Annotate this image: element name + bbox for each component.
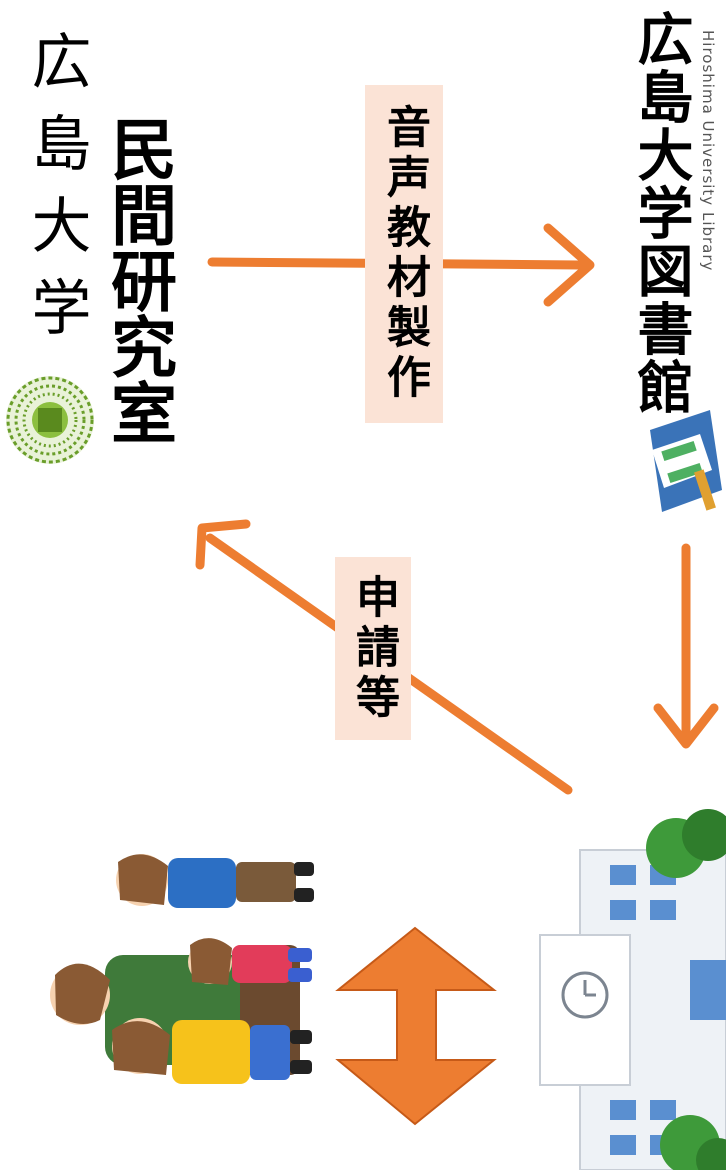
production-label-text: 音声教材製作 <box>379 104 430 404</box>
university-seal-icon <box>6 376 94 464</box>
library-name-en: Hiroshima University Library <box>699 30 717 272</box>
lab-name: 民間研究室 <box>100 115 177 445</box>
double-arrow-icon <box>335 926 497 1126</box>
university-name: 広島大学 <box>21 30 91 358</box>
library-logo-icon <box>650 410 722 512</box>
delivery-arrow <box>653 543 719 749</box>
school-building-illustration <box>539 809 726 1170</box>
application-label: 申請等 <box>335 557 411 740</box>
application-label-text: 申請等 <box>348 573 399 724</box>
library-name: 広島大学図書館 <box>628 10 693 416</box>
production-label: 音声教材製作 <box>365 85 443 423</box>
family-illustration <box>50 854 314 1084</box>
